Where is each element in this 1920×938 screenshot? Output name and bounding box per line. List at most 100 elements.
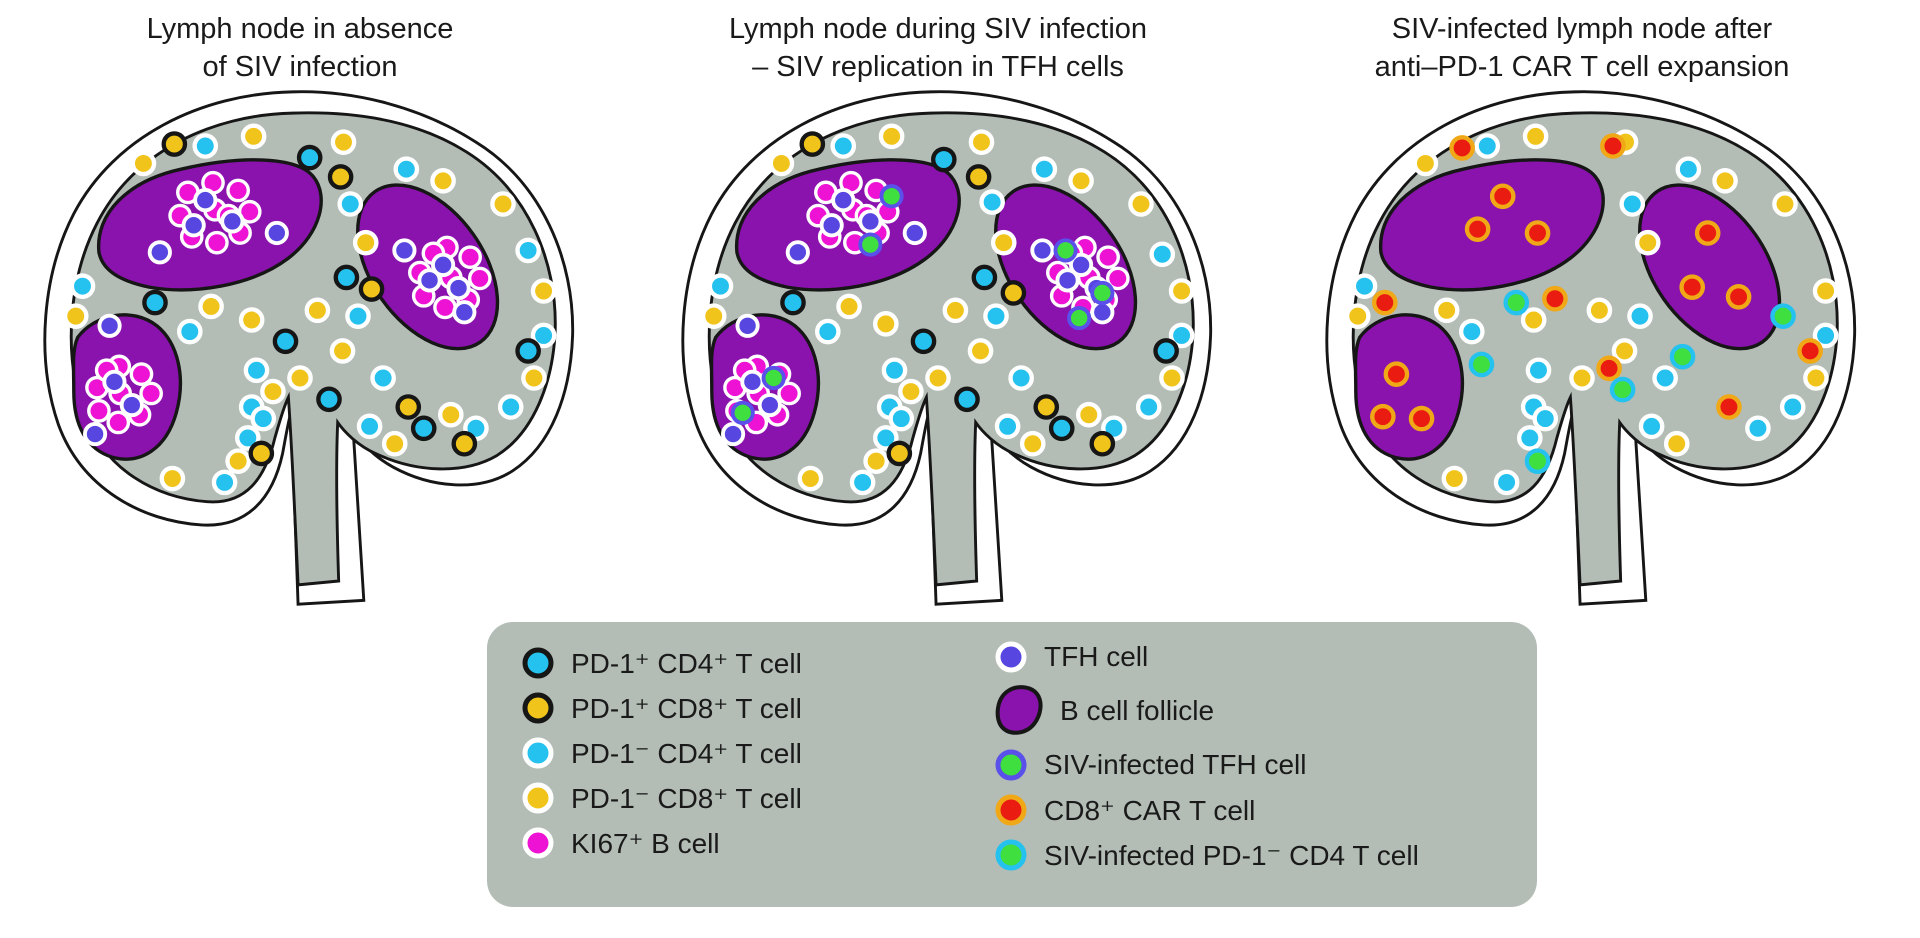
ki67-b-cell bbox=[129, 362, 154, 386]
pd1-neg-cd4-cell bbox=[1745, 415, 1771, 442]
tfh-cell bbox=[446, 276, 471, 301]
pd1-pos-cd4-cell bbox=[1048, 415, 1075, 442]
pd1-neg-cd4-cell bbox=[1008, 365, 1034, 391]
pd1-pos-cd8-cell bbox=[248, 440, 275, 467]
legend-item-label: KI67⁺ B cell bbox=[571, 827, 720, 859]
legend-item-label: PD-1⁺ CD4⁺ T cell bbox=[571, 647, 802, 679]
tfh-cell bbox=[858, 209, 883, 234]
panel-title-line: SIV-infected lymph node after bbox=[1391, 13, 1773, 45]
pd1-neg-cd8-cell bbox=[898, 378, 924, 405]
cd8-car-t-cell bbox=[1797, 338, 1823, 364]
pd1-neg-cd4-cell bbox=[1458, 318, 1485, 345]
pd1-neg-cd8-cell bbox=[1068, 167, 1094, 194]
cd8-car-t-cell bbox=[1694, 220, 1721, 246]
tfh-cell bbox=[392, 238, 417, 263]
legend-item-label: PD-1⁻ CD4⁺ T cell bbox=[571, 737, 802, 769]
pd1-pos-cd8-cell bbox=[1000, 280, 1027, 306]
tfh-cell bbox=[193, 188, 218, 213]
legend-item: CD8⁺ CAR T cell bbox=[992, 791, 1419, 829]
pd1-neg-cd8-cell bbox=[159, 465, 186, 492]
pd1-neg-cd8-cell bbox=[1803, 365, 1829, 391]
pd1-neg-cd4-cell bbox=[234, 425, 261, 451]
siv-infected-tfh-cell bbox=[879, 184, 904, 209]
siv-infected-pd1-neg-cd4-cell bbox=[1609, 376, 1636, 403]
legend-item: B cell follicle bbox=[992, 683, 1419, 739]
pd1-neg-cd8-cell bbox=[198, 293, 224, 320]
lymph-node-illustration-1 bbox=[43, 90, 575, 606]
pd1-pos-cd4-cell bbox=[333, 264, 360, 291]
pd1-neg-cd8-cell bbox=[130, 150, 157, 177]
siv-infected-tfh-cell bbox=[730, 400, 755, 425]
pd1-pos-cd8-cell-icon bbox=[522, 692, 554, 724]
pd1-neg-cd4-cell bbox=[1532, 405, 1559, 432]
pd1-neg-cd4-cell bbox=[515, 237, 541, 264]
pd1-neg-cd8-cell bbox=[1433, 297, 1460, 324]
pd1-neg-cd4-cell bbox=[69, 273, 96, 299]
tfh-cell bbox=[819, 213, 844, 238]
pd1-neg-cd4-cell bbox=[1525, 357, 1552, 384]
pd1-neg-cd4-cell bbox=[1031, 156, 1058, 183]
tfh-cell bbox=[102, 369, 127, 394]
pd1-neg-cd8-cell-icon-shape bbox=[522, 782, 554, 814]
legend-item-label: PD-1⁺ CD8⁺ T cell bbox=[571, 692, 802, 724]
cd8-car-t-cell bbox=[1371, 289, 1398, 316]
pd1-neg-cd4-cell bbox=[1516, 425, 1543, 451]
pd1-neg-cd8-cell bbox=[968, 129, 995, 155]
pd1-neg-cd8-cell bbox=[942, 297, 969, 324]
cd8-car-t-cell-icon-shape bbox=[995, 794, 1027, 826]
pd1-neg-cd4-cell bbox=[356, 413, 383, 440]
pd1-neg-cd4-cell bbox=[849, 469, 876, 496]
pd1-neg-cd4-cell bbox=[830, 133, 857, 159]
pd1-neg-cd4-cell bbox=[814, 318, 841, 345]
panel-title-line: of SIV infection bbox=[202, 51, 398, 83]
pd1-neg-cd8-cell bbox=[1634, 229, 1661, 256]
pd1-neg-cd4-cell bbox=[1779, 394, 1806, 420]
pd1-neg-cd4-cell bbox=[497, 394, 524, 420]
pd1-neg-cd4-cell bbox=[1168, 322, 1195, 349]
tfh-cell bbox=[1068, 252, 1094, 277]
cd8-car-t-cell bbox=[1489, 183, 1516, 210]
pd1-neg-cd4-cell bbox=[345, 303, 371, 329]
tfh-cell bbox=[417, 268, 442, 293]
pd1-neg-cd4-cell bbox=[983, 303, 1009, 329]
pd1-neg-cd8-cell bbox=[530, 278, 557, 304]
pd1-neg-cd8-cell bbox=[863, 448, 889, 474]
legend-item: KI67⁺ B cell bbox=[519, 824, 802, 862]
pd1-neg-cd4-cell bbox=[192, 133, 219, 159]
b-cell-follicle bbox=[1379, 158, 1605, 292]
pd1-neg-cd8-cell bbox=[304, 297, 331, 324]
pd1-neg-cd4-cell-icon bbox=[522, 737, 554, 769]
pd1-neg-cd4-cell bbox=[1652, 365, 1678, 391]
pd1-neg-cd4-cell bbox=[979, 189, 1005, 215]
pd1-neg-cd8-cell bbox=[381, 430, 408, 457]
pd1-pos-cd4-cell bbox=[316, 386, 342, 413]
siv-infected-tfh-cell bbox=[761, 365, 786, 391]
pd1-neg-cd4-cell bbox=[393, 156, 420, 183]
tfh-cell bbox=[785, 240, 810, 265]
ki67-b-cell-icon bbox=[522, 827, 554, 859]
lymph-node-illustration-2 bbox=[681, 90, 1213, 606]
pd1-neg-cd8-cell bbox=[62, 303, 89, 329]
siv-infected-pd1-neg-cd4-cell-icon bbox=[995, 839, 1027, 871]
pd1-pos-cd4-cell bbox=[410, 415, 437, 442]
legend-item-label: PD-1⁻ CD8⁺ T cell bbox=[571, 782, 802, 814]
pd1-neg-cd4-cell bbox=[1675, 156, 1702, 183]
cd8-car-t-cell bbox=[1449, 135, 1475, 161]
panel-title: Lymph node during SIV infection– SIV rep… bbox=[648, 10, 1228, 86]
pd1-neg-cd8-cell bbox=[990, 229, 1017, 256]
pd1-neg-cd8-cell bbox=[1712, 167, 1738, 194]
legend-item: PD-1⁺ CD8⁺ T cell bbox=[519, 689, 802, 727]
tfh-cell bbox=[264, 220, 289, 246]
pd1-neg-cd8-cell bbox=[1520, 307, 1547, 333]
pd1-pos-cd8-cell bbox=[451, 430, 478, 457]
pd1-neg-cd4-cell-icon-shape bbox=[522, 737, 554, 769]
tfh-cell-icon-shape bbox=[995, 641, 1027, 673]
pd1-neg-cd8-cell bbox=[1772, 191, 1798, 217]
pd1-neg-cd4-cell bbox=[888, 405, 915, 432]
legend-item-label: CD8⁺ CAR T cell bbox=[1044, 794, 1256, 826]
pd1-pos-cd4-cell bbox=[910, 328, 937, 355]
pd1-neg-cd8-cell bbox=[1812, 278, 1839, 304]
pd1-pos-cd8-cell bbox=[161, 131, 188, 157]
